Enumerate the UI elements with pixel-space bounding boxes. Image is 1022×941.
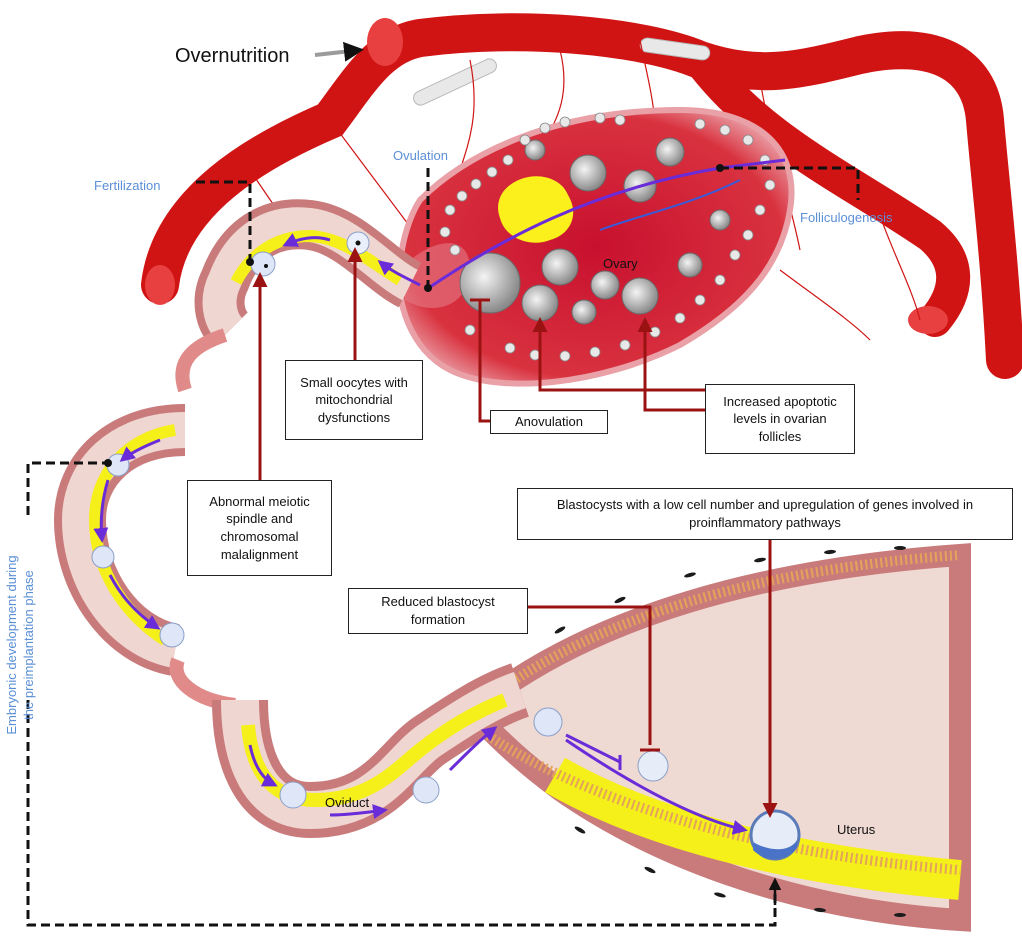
meiotic-spindle-box: Abnormal meiotic spindle and chromosomal…: [187, 480, 332, 576]
embryonic-line-2: the preimplantation phase: [21, 530, 38, 760]
blastocysts-low-cell-box: Blastocysts with a low cell number and u…: [517, 488, 1013, 540]
folliculogenesis-label: Folliculogenesis: [800, 210, 893, 225]
embryonic-development-label: Embryonic development during the preimpl…: [4, 530, 38, 760]
apoptotic-box: Increased apoptotic levels in ovarian fo…: [705, 384, 855, 454]
blastocyst: [534, 708, 562, 736]
overnutrition-label: Overnutrition: [175, 45, 290, 68]
fertilized-oocyte: [251, 252, 275, 276]
blastocyst-reduced: [638, 751, 668, 781]
overnutrition-arrow: [315, 50, 360, 55]
embryonic-line-1: Embryonic development during: [4, 530, 21, 760]
oviduct-label: Oviduct: [325, 795, 369, 810]
vessel-opening: [367, 18, 403, 66]
corpus-luteum: [498, 176, 573, 242]
reduced-blastocyst-box: Reduced blastocyst formation: [348, 588, 528, 634]
ovulation-label: Ovulation: [393, 148, 448, 163]
oviduct-connector: [182, 335, 225, 390]
ovary: [399, 110, 791, 384]
uterus-label: Uterus: [837, 822, 875, 837]
anovulation-box: Anovulation: [490, 410, 608, 434]
small-oocytes-box: Small oocytes with mitochondrial dysfunc…: [285, 360, 423, 440]
fertilization-label: Fertilization: [94, 178, 160, 193]
oviduct-lower: [240, 690, 520, 815]
ovary-label: Ovary: [603, 256, 638, 271]
